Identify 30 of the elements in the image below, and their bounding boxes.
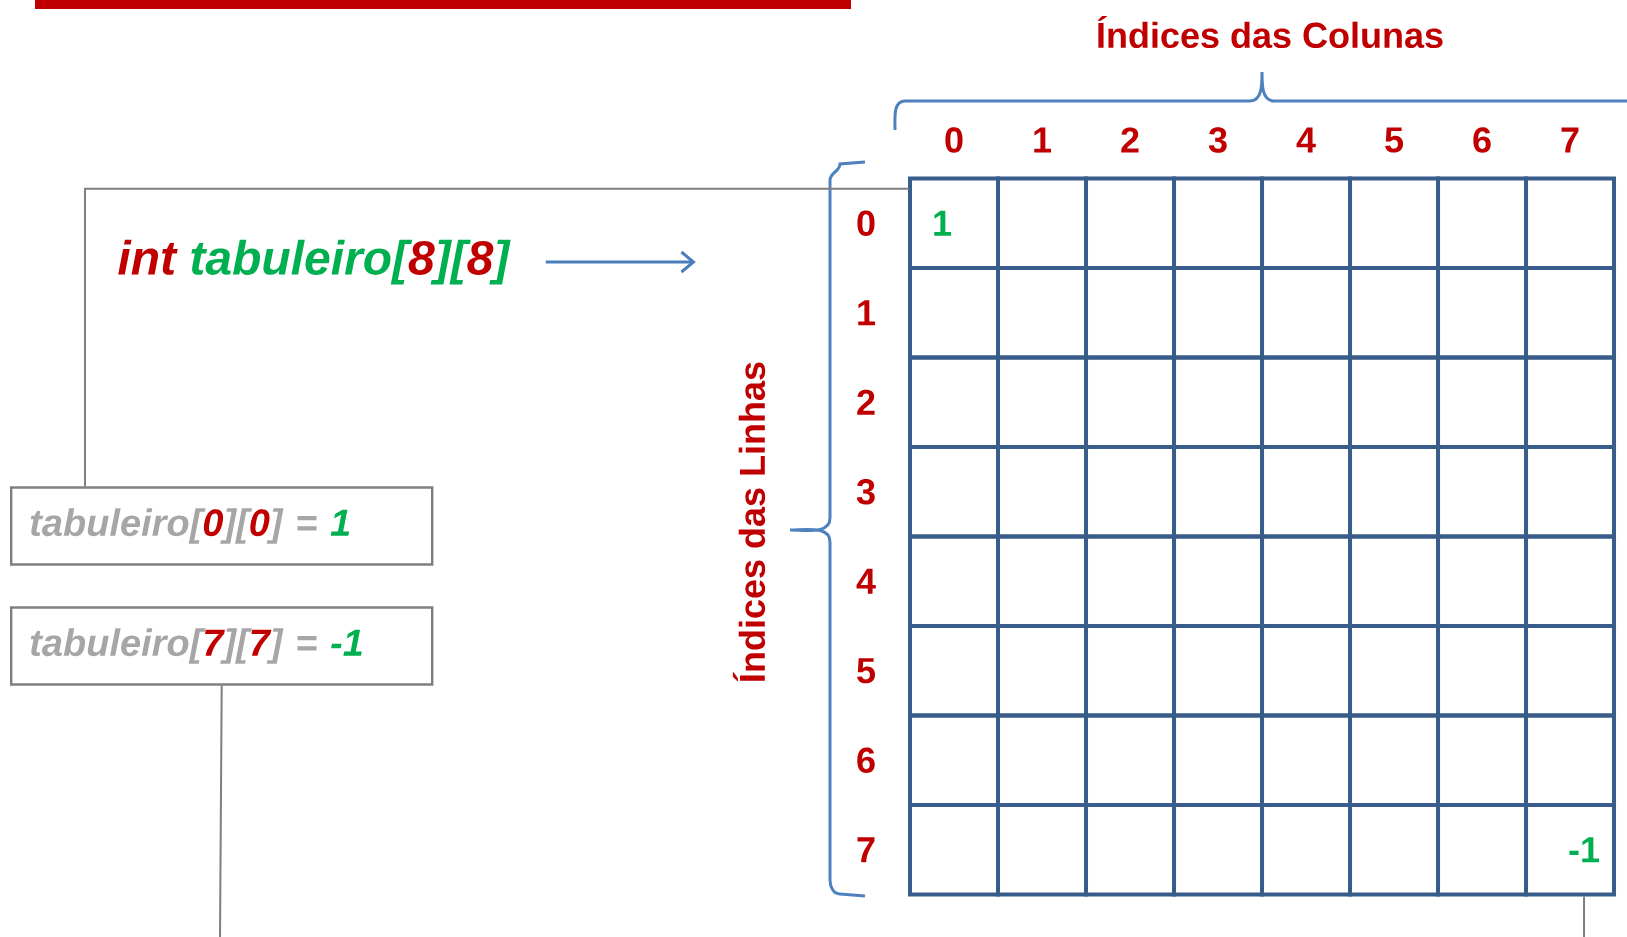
value-box: tabuleiro[7][7] = -1 <box>10 606 434 686</box>
column-index: 6 <box>1473 127 1491 153</box>
column-index: 0 <box>945 127 963 153</box>
leader-line <box>1583 895 1585 937</box>
leader-line <box>84 187 909 488</box>
column-index: 5 <box>1385 127 1404 153</box>
axis-heading: Índices das Linhas <box>732 362 766 682</box>
grid-cell: -1 <box>1524 802 1616 897</box>
column-index: 7 <box>1561 127 1579 153</box>
row-index: 0 <box>857 210 875 236</box>
row-index: 7 <box>857 837 875 863</box>
row-index: 1 <box>858 300 876 326</box>
column-index: 3 <box>1208 127 1227 153</box>
grid-cell <box>1524 444 1616 539</box>
column-index: 4 <box>1296 127 1316 153</box>
column-index: 2 <box>1121 127 1139 153</box>
grid-cell <box>1524 623 1616 718</box>
row-index: 5 <box>857 658 876 684</box>
leader-line <box>219 684 223 937</box>
column-index: 1 <box>1034 127 1052 153</box>
row-index: 2 <box>857 389 875 415</box>
code-text: int tabuleiro[8][8] <box>118 239 511 285</box>
grid-cell <box>1524 265 1616 360</box>
arrow <box>545 250 696 274</box>
row-index: 4 <box>856 568 876 594</box>
row-index: 3 <box>856 479 875 505</box>
row-index: 6 <box>857 747 875 773</box>
value-box: tabuleiro[0][0] = 1 <box>10 486 434 566</box>
axis-heading: Índices das Colunas <box>1097 15 1443 49</box>
grid-cell: 1 <box>908 176 1000 271</box>
